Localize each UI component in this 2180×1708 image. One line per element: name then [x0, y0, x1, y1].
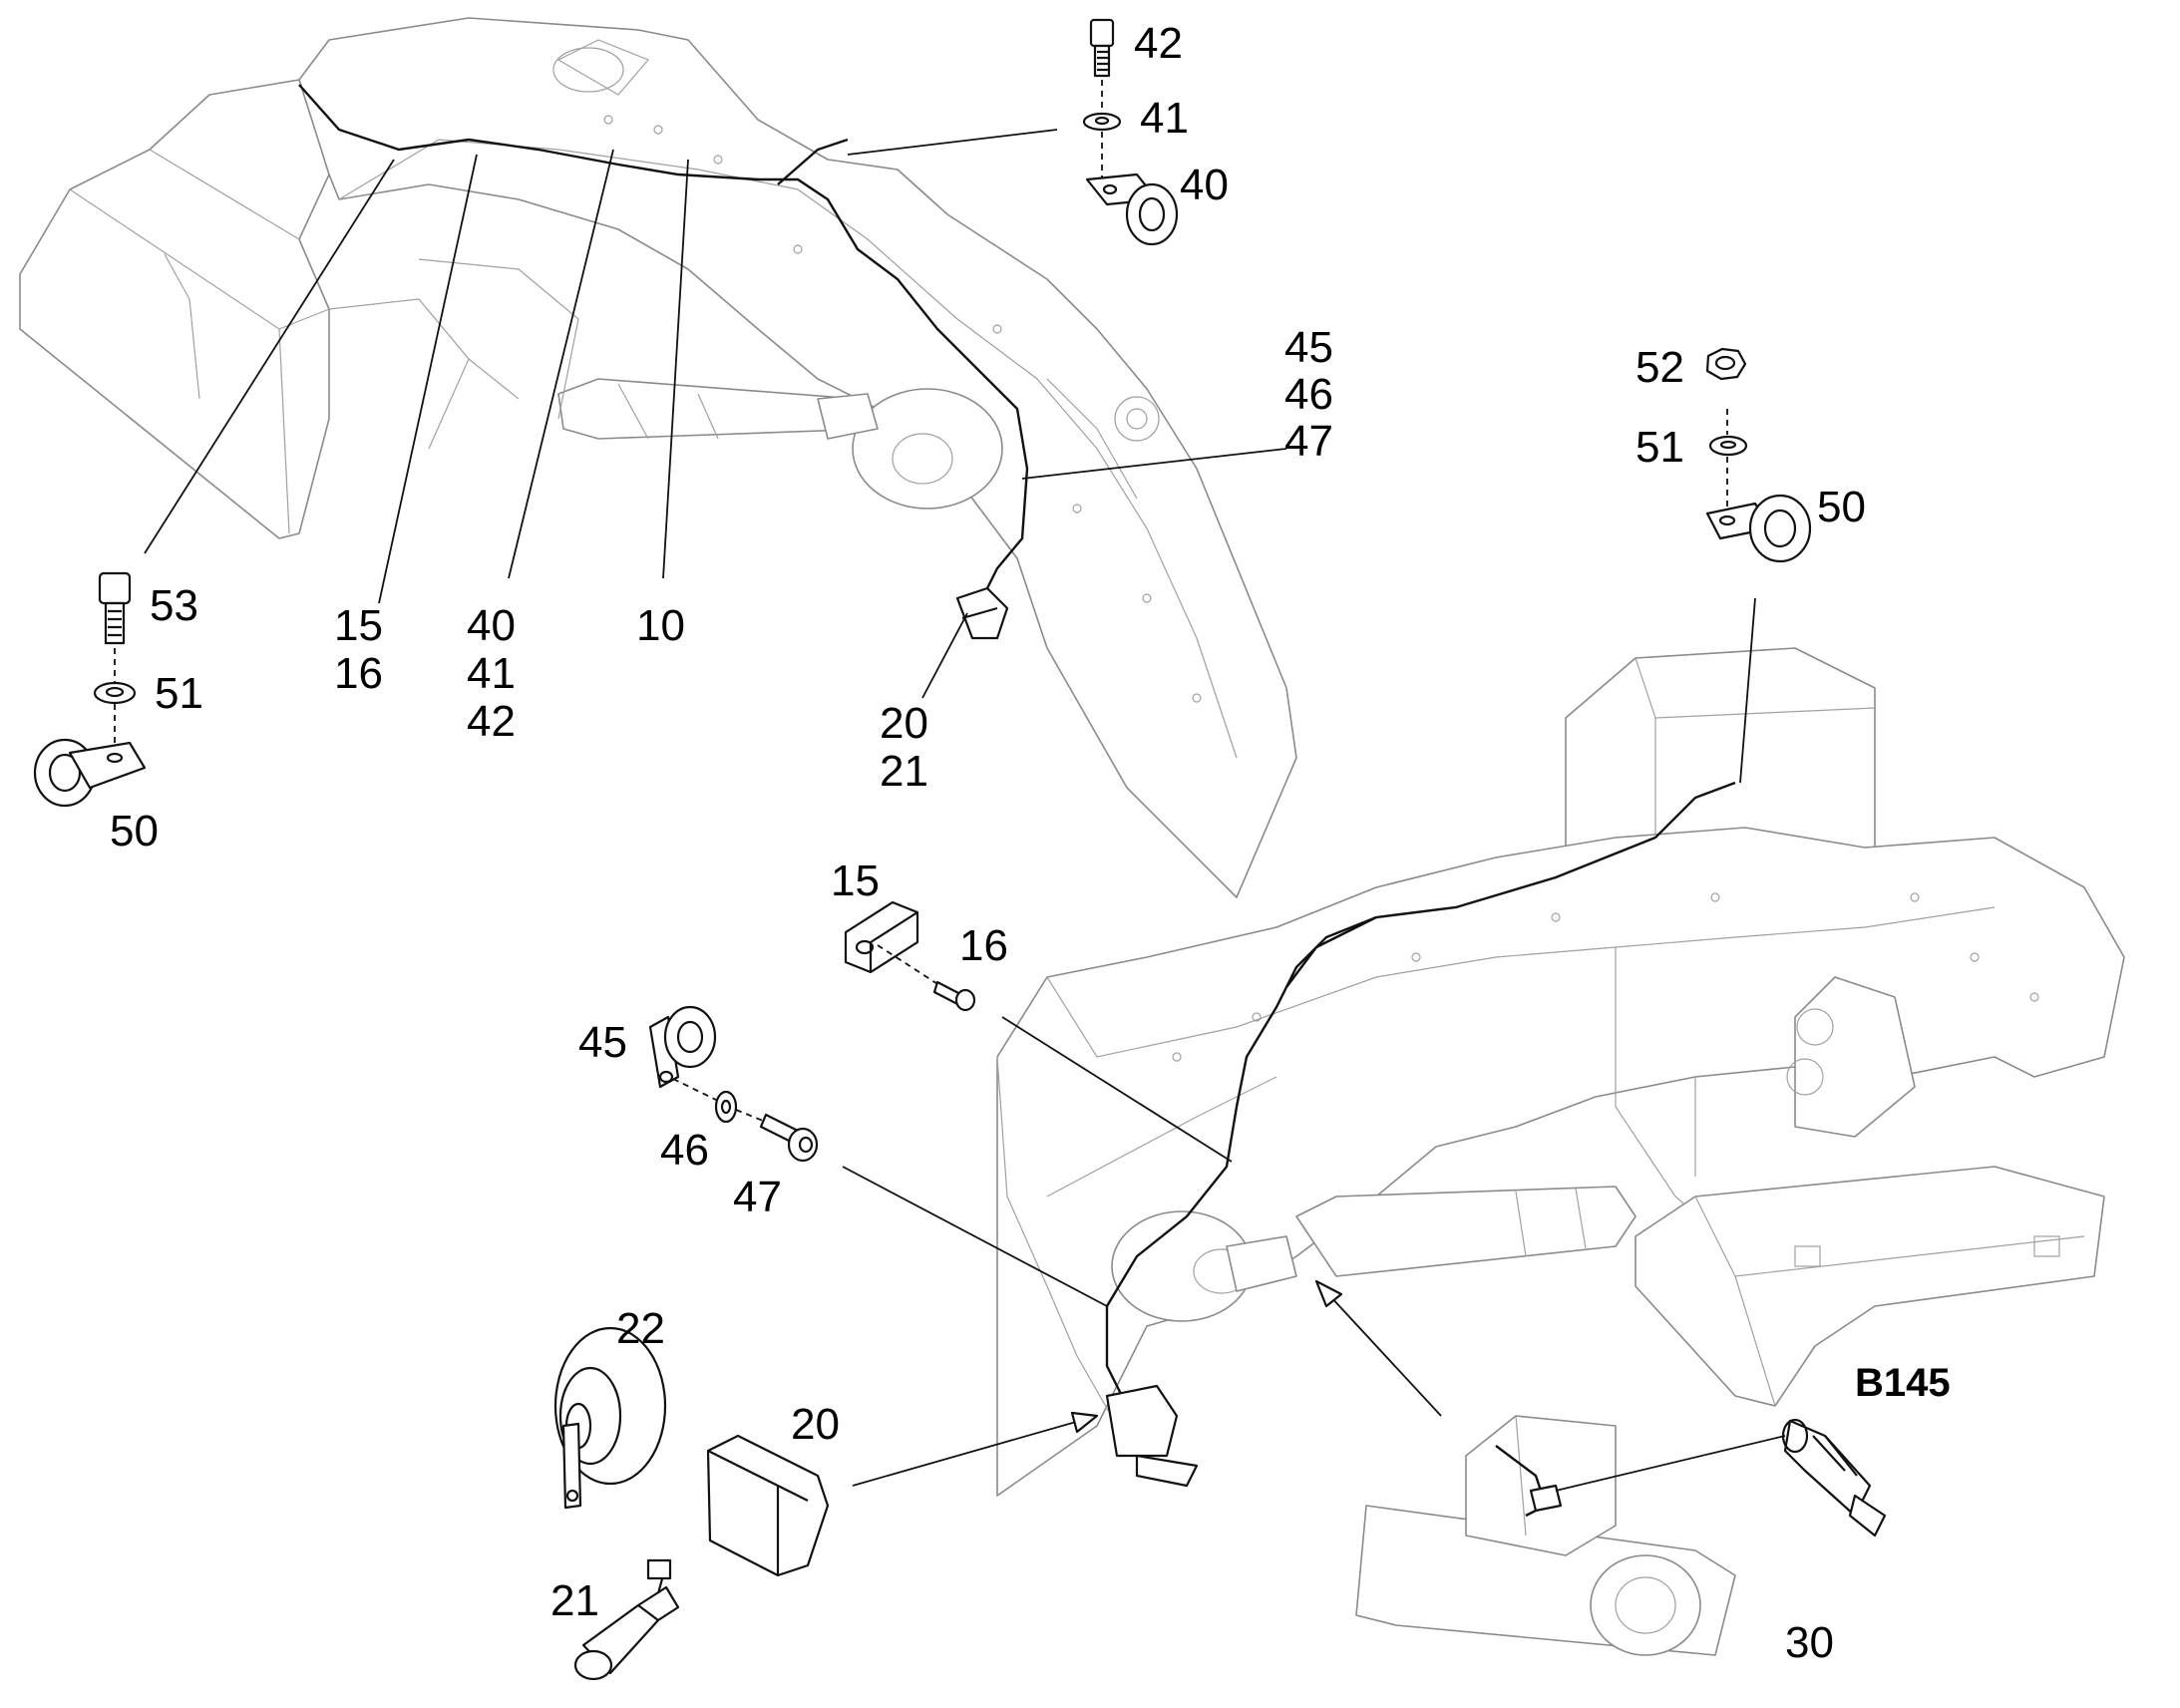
cap-screw-icon — [1089, 18, 1115, 78]
label-b145: B145 — [1855, 1361, 1951, 1405]
washer-left-icon — [93, 681, 137, 705]
screw-16-icon — [932, 980, 976, 1012]
label-50-right: 50 — [1817, 483, 1866, 531]
label-22: 22 — [616, 1304, 665, 1353]
cap-screw-47-icon — [759, 1113, 819, 1163]
label-46-lower: 46 — [660, 1126, 709, 1175]
label-40-upper: 40 — [467, 601, 516, 650]
label-51-left: 51 — [155, 669, 203, 718]
label-45-lower: 45 — [578, 1018, 627, 1067]
p-clamp-45-icon — [648, 1005, 717, 1089]
bulb-icon — [573, 1558, 680, 1681]
horn-icon — [553, 1326, 667, 1510]
label-30: 30 — [1785, 1618, 1834, 1667]
p-clamp-right-icon — [1705, 494, 1812, 563]
label-53: 53 — [150, 581, 198, 630]
wire-harness-lower — [1105, 781, 1736, 1407]
pressure-switch-detail — [1355, 1415, 1736, 1656]
p-clamp-left-icon — [33, 738, 147, 808]
label-10: 10 — [636, 601, 685, 650]
label-47-upper: 47 — [1284, 417, 1333, 466]
beacon-mount-lower — [1105, 1384, 1199, 1488]
label-20-upper: 20 — [880, 699, 928, 748]
cap-screw-left-icon — [98, 571, 132, 645]
clip-bracket-icon — [844, 900, 919, 974]
label-15-lower: 15 — [831, 856, 880, 905]
wire-branch-lower — [1285, 915, 1377, 988]
label-52: 52 — [1635, 343, 1684, 392]
part-labels: 42 41 40 45 46 47 52 51 50 53 51 50 15 1… — [110, 19, 1951, 1667]
label-41-top: 41 — [1140, 94, 1189, 143]
label-40-top: 40 — [1180, 161, 1229, 209]
label-20-lower: 20 — [791, 1400, 840, 1449]
lower-frame-assembly — [996, 647, 2125, 1497]
label-46-upper: 46 — [1284, 370, 1333, 419]
washer-right-icon — [1708, 435, 1748, 457]
label-45-upper: 45 — [1284, 323, 1333, 372]
label-50-left: 50 — [110, 807, 159, 855]
pressure-switch-icon — [1781, 1418, 1887, 1537]
p-clamp-icon — [1085, 172, 1179, 246]
wire-branch-top — [777, 138, 849, 185]
label-16-lower: 16 — [959, 921, 1008, 970]
label-15-upper: 15 — [334, 601, 383, 650]
label-21-upper: 21 — [880, 747, 928, 796]
label-42-top: 42 — [1134, 19, 1183, 68]
wire-harness-upper — [298, 84, 1029, 618]
beacon-mount-upper — [955, 586, 1009, 640]
label-42-upper: 42 — [467, 697, 516, 746]
label-16-upper: 16 — [334, 649, 383, 698]
washer-icon — [1082, 112, 1122, 132]
upper-frame-assembly — [19, 17, 1297, 898]
label-41-upper: 41 — [467, 649, 516, 698]
label-21-lower: 21 — [550, 1576, 599, 1625]
label-51-right: 51 — [1635, 423, 1684, 472]
washer-46-icon — [714, 1090, 738, 1124]
leader-lines — [144, 129, 1786, 1492]
label-47-lower: 47 — [733, 1173, 782, 1221]
beacon-lamp-icon — [706, 1434, 830, 1577]
hex-nut-icon — [1705, 347, 1747, 381]
